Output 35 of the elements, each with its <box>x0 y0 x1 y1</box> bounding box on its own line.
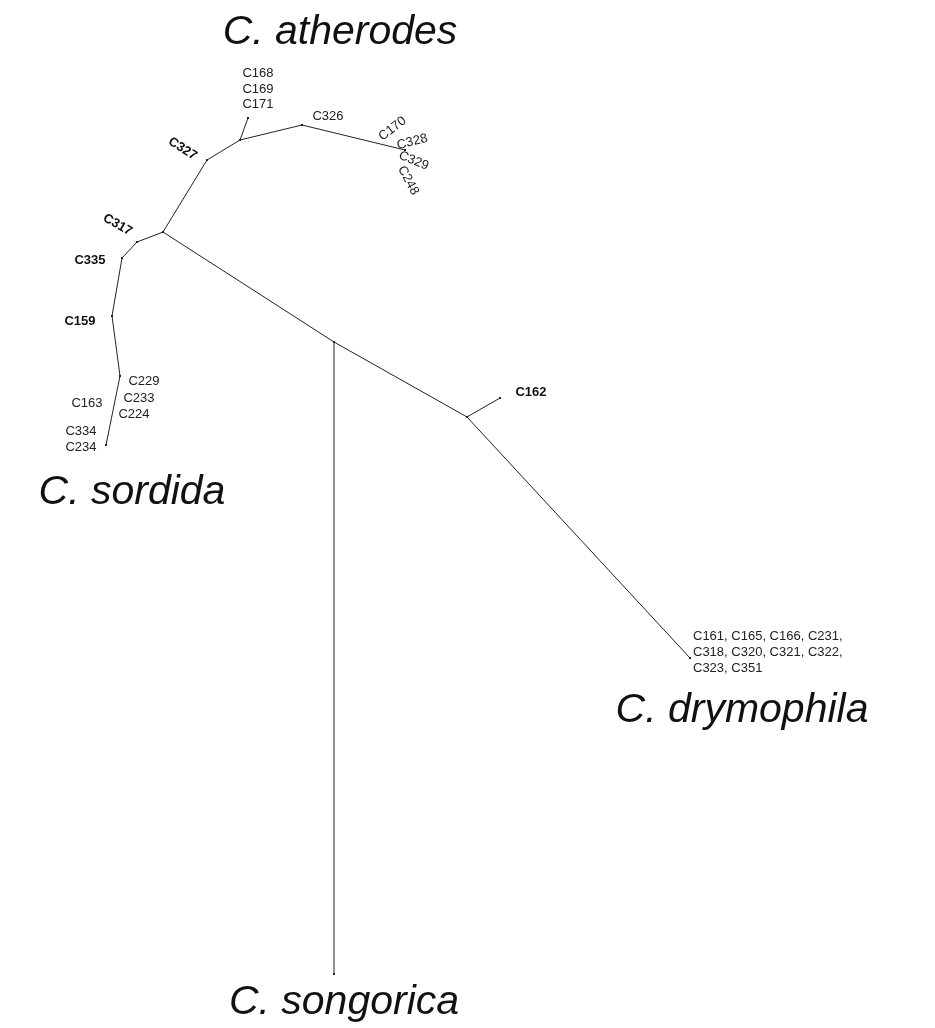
tree-branch <box>111 257 123 317</box>
species-name: C. drymophila <box>615 685 869 731</box>
species-name: C. atherodes <box>222 7 458 53</box>
sample-label: C229 <box>128 372 160 388</box>
sample-label: C317 <box>100 209 136 239</box>
sample-label: C162 <box>515 383 547 399</box>
tree-branch <box>466 416 691 659</box>
tree-branch <box>466 397 501 418</box>
species-name: C. sordida <box>38 467 226 513</box>
sample-label: C326 <box>312 107 344 123</box>
tree-branch <box>105 375 121 446</box>
tree-branch <box>333 341 468 418</box>
tree-branch <box>162 159 208 233</box>
tree-branch <box>239 117 249 141</box>
sample-label: C335 <box>74 251 106 267</box>
tree-branch <box>136 231 164 243</box>
tree-branch <box>239 124 303 141</box>
sample-label: C159 <box>64 312 96 328</box>
tree-branch <box>333 341 335 975</box>
sample-label: C327 <box>165 133 201 163</box>
sample-label: C234 <box>65 438 97 454</box>
sample-label: C224 <box>118 405 150 421</box>
sample-label: C334 <box>65 422 97 438</box>
tree-branch <box>162 231 335 343</box>
sample-label: C233 <box>123 389 155 405</box>
tree-branch <box>301 124 406 151</box>
sample-label: C171 <box>242 95 274 111</box>
sample-label: C163 <box>71 394 103 410</box>
tree-branch <box>206 139 241 161</box>
sample-list: C161, C165, C166, C231, C318, C320, C321, C322, C323, C351 <box>693 628 861 676</box>
tree-branch <box>111 315 121 377</box>
sample-label: C169 <box>242 80 274 96</box>
sample-label: C168 <box>242 64 274 80</box>
tree-branch <box>121 241 138 259</box>
species-name: C. songorica <box>228 977 460 1023</box>
